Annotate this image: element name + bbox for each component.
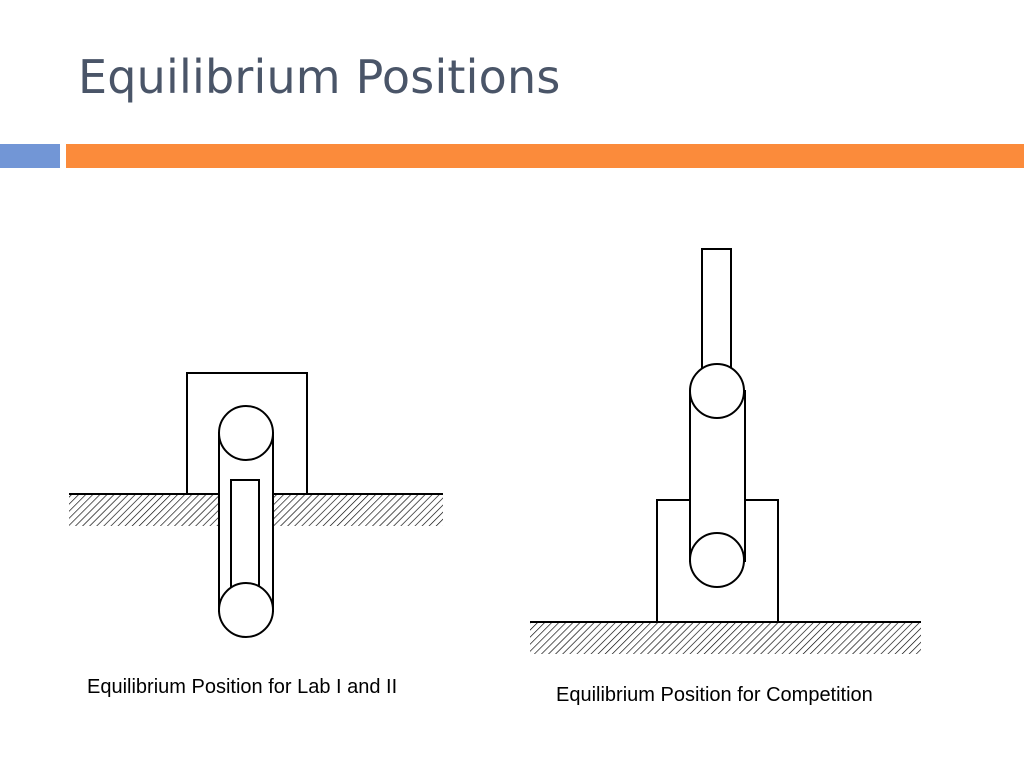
competition-top-joint — [689, 363, 745, 419]
competition-bottom-joint — [689, 532, 745, 588]
lab-top-joint — [218, 405, 274, 461]
competition-pendulum-diagram — [530, 248, 921, 654]
accent-bar-orange — [66, 144, 1024, 168]
slide-title: Equilibrium Positions — [78, 50, 561, 104]
lab-bottom-joint — [218, 582, 274, 638]
competition-ground-hatch — [530, 622, 921, 654]
accent-bar-blue — [0, 144, 60, 168]
lab-caption: Equilibrium Position for Lab I and II — [87, 676, 398, 698]
competition-caption: Equilibrium Position for Competition — [556, 684, 873, 706]
lab-inner-link — [230, 479, 260, 591]
lab-pendulum-diagram — [69, 372, 443, 638]
